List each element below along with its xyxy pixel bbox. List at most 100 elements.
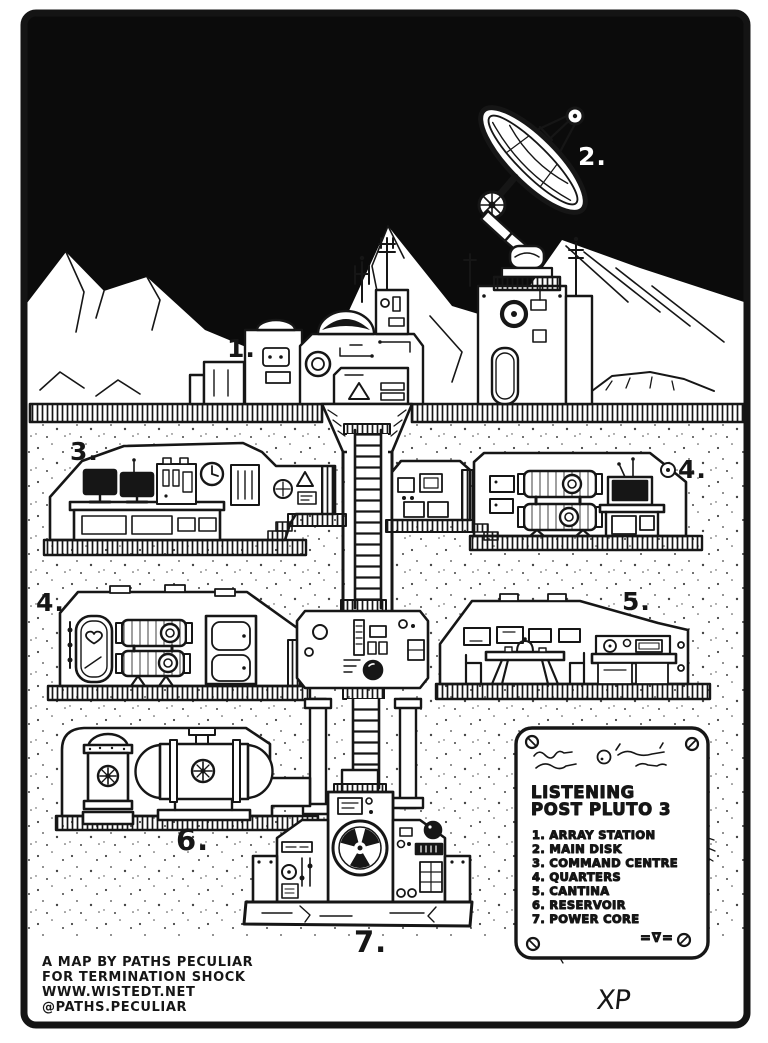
- label-command-centre: 3.: [70, 437, 99, 466]
- label-quarters-upper: 4.: [678, 455, 707, 484]
- monitor: [119, 458, 155, 504]
- chair: [464, 653, 483, 686]
- floor-upper: [385, 519, 475, 533]
- legend-item: 1. ARRAY STATION: [532, 828, 655, 842]
- dining-table: [484, 637, 566, 686]
- core-base: [242, 900, 474, 928]
- warning-triangle-icon: [296, 471, 314, 487]
- monitor: [82, 468, 118, 504]
- credit-line: A MAP BY PATHS PECULIAR: [42, 955, 253, 970]
- label-power-core: 7.: [354, 925, 387, 959]
- credit-line: FOR TERMINATION SHOCK: [42, 970, 246, 985]
- pedestal-base: [492, 275, 562, 292]
- mast-box: [374, 288, 410, 336]
- floor-upper: [287, 513, 347, 527]
- warning-triangle-icon: [348, 382, 370, 400]
- quarters-upper-room: [385, 451, 704, 552]
- gauge-icon: [281, 864, 297, 880]
- vent-fan-icon: [273, 479, 293, 499]
- dark-knob-icon: [423, 820, 443, 840]
- screw-icon: [525, 936, 541, 952]
- tower-annex: [564, 294, 594, 406]
- locker-cabinet: [204, 614, 258, 686]
- porthole-icon: [159, 622, 181, 644]
- screw-icon: [676, 932, 692, 948]
- core-left-wing: [275, 818, 330, 904]
- main-shaft-ladder: [353, 428, 383, 610]
- foothill-mesa: [591, 371, 715, 392]
- pill-door: [490, 346, 520, 406]
- valve-wheel-icon: [96, 764, 120, 788]
- floor: [468, 534, 704, 552]
- legend-plate: LISTENING POST PLUTO 3 1. ARRAY STATION …: [514, 726, 716, 964]
- server-rack: [230, 464, 260, 506]
- legend-item: 7. POWER CORE: [532, 912, 639, 926]
- heart-icon: [85, 630, 103, 645]
- desk-monitor: [598, 457, 676, 538]
- valve-wheel-icon: [190, 758, 216, 784]
- alien-glyphs-icon: [533, 742, 667, 770]
- surface-ground: [28, 402, 744, 424]
- credit-line: @PATHS.PECULIAR: [42, 1000, 187, 1015]
- wall-ladder: [461, 469, 475, 521]
- round-port-icon: [499, 299, 529, 329]
- vent-dome: [255, 318, 297, 332]
- vertical-tank: [81, 732, 135, 826]
- circuit-lines: [339, 340, 411, 358]
- legend-title-line2: POST PLUTO 3: [531, 800, 671, 819]
- station-block: [202, 360, 246, 406]
- legend-rune-symbol: =∇=: [640, 931, 674, 946]
- power-core: [242, 768, 474, 928]
- wall-ladder: [321, 465, 335, 515]
- label-array-station: 1.: [227, 334, 256, 363]
- slider-controls: [299, 857, 313, 887]
- command-centre-room: [42, 441, 347, 557]
- artist-signature: XP: [595, 985, 632, 1016]
- bunk-beds: [115, 618, 193, 688]
- legend-item: 5. CANTINA: [532, 884, 610, 898]
- annex-fixtures: [273, 471, 317, 505]
- label-quarters-lower: 4.: [36, 588, 65, 617]
- core-left-block: [251, 854, 279, 904]
- core-right-block: [443, 854, 472, 904]
- entrance-shaft: [320, 402, 414, 613]
- machine-cabinet: [156, 457, 197, 505]
- label-main-disk: 2.: [578, 142, 607, 171]
- horizontal-tank: [134, 727, 274, 822]
- porthole-icon: [558, 506, 580, 528]
- credit-line: WWW.WISTEDT.NET: [42, 985, 195, 1000]
- kitchen-unit: [590, 634, 678, 685]
- kettle-icon: [516, 640, 534, 653]
- wall-clock-icon: [199, 461, 225, 487]
- screw-icon: [524, 734, 540, 750]
- core-right-wing: [391, 818, 447, 904]
- quarters-lower-room: [46, 584, 312, 702]
- hub-room: [295, 599, 430, 700]
- console-desk: [68, 500, 226, 542]
- wall-frame: [489, 498, 514, 514]
- floor: [42, 538, 308, 557]
- credits: A MAP BY PATHS PECULIAR FOR TERMINATION …: [42, 955, 253, 1015]
- tower-antenna: [463, 236, 584, 297]
- station-block: [188, 373, 206, 406]
- legend-title-line1: LISTENING: [531, 783, 635, 802]
- legend-item: 4. QUARTERS: [532, 870, 621, 884]
- chair: [568, 651, 586, 686]
- radiation-icon: [331, 819, 389, 877]
- porthole-icon: [157, 652, 179, 674]
- bunk-beds: [517, 469, 603, 538]
- sleep-pod: [67, 614, 114, 684]
- wall-frames: [463, 626, 581, 646]
- control-panels: [397, 473, 449, 518]
- wall-frame: [489, 475, 515, 493]
- legend-item: 3. COMMAND CENTRE: [532, 856, 678, 870]
- floor: [434, 682, 712, 701]
- label-reservoir: 6.: [176, 823, 209, 857]
- floor: [46, 684, 312, 702]
- legend-item: 2. MAIN DISK: [532, 842, 623, 856]
- satellite-dish: [477, 105, 588, 292]
- porthole-icon: [561, 473, 583, 495]
- cantina-room: [434, 593, 712, 701]
